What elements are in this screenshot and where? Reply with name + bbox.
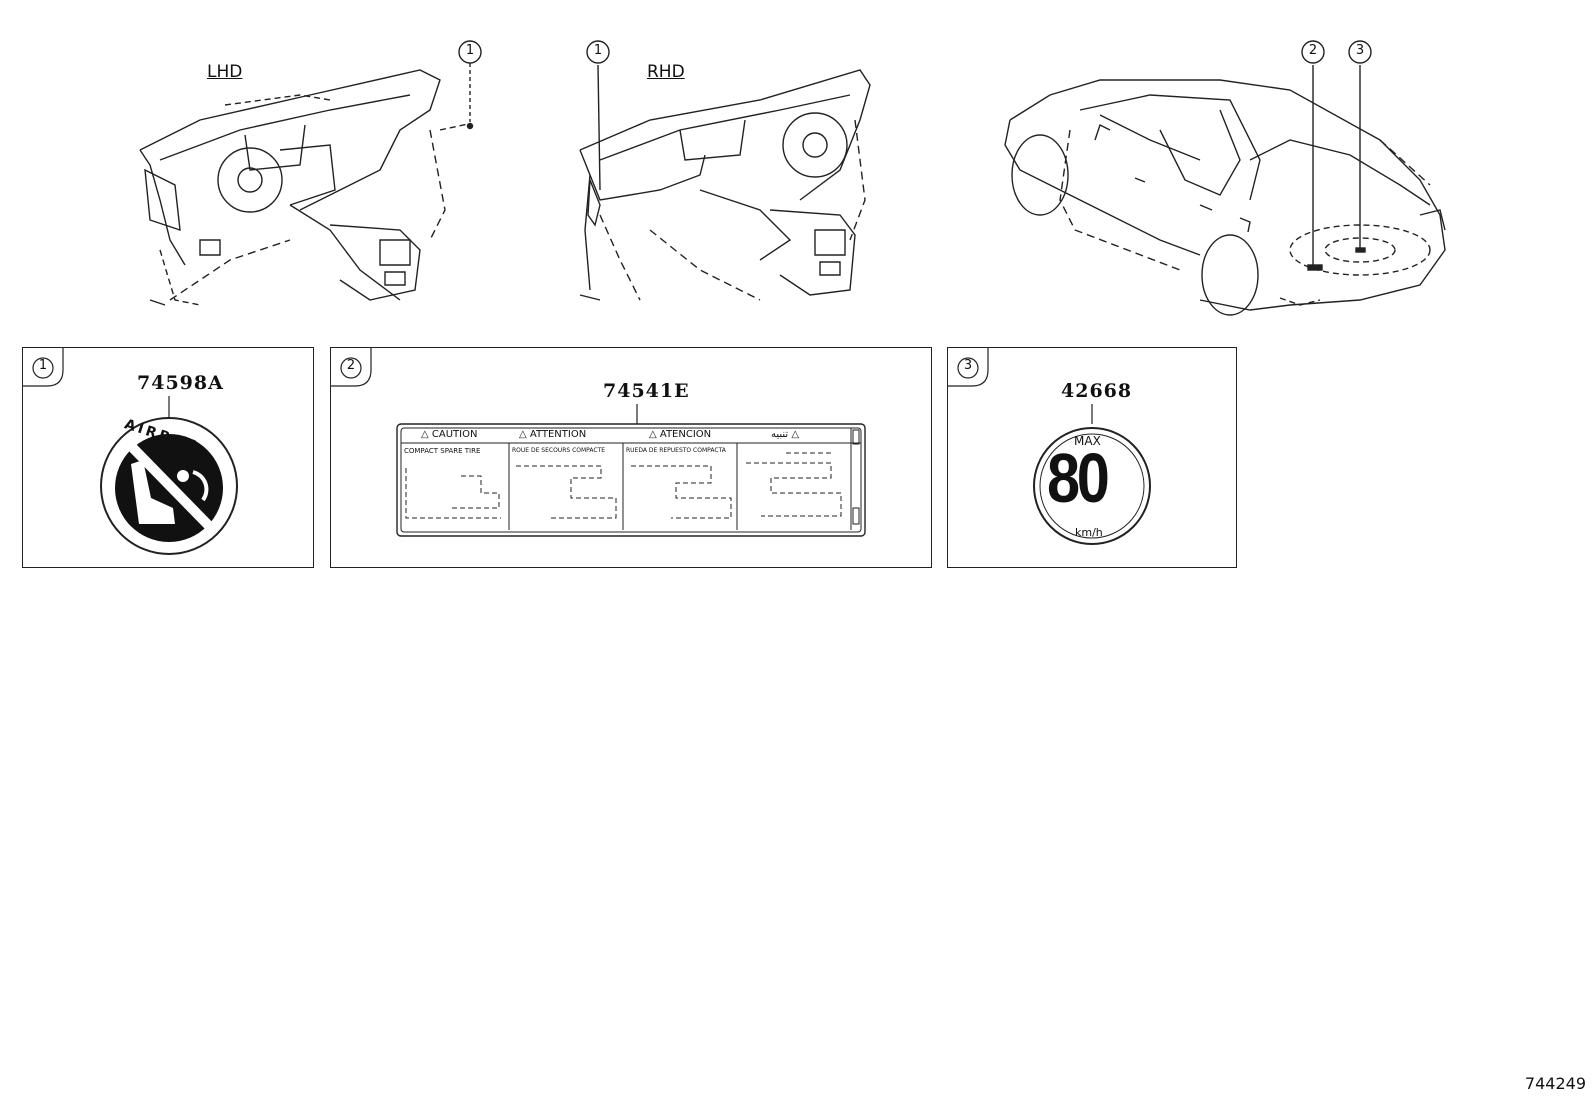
panel-1-part-number: 74598A bbox=[137, 372, 224, 394]
sign-speed-value: 80 bbox=[1047, 439, 1110, 517]
callout-lhd: 1 bbox=[465, 43, 475, 58]
part-panel-2: 2 74541E △ CAUTION △ ATTENTION △ ATENCIO… bbox=[330, 347, 932, 568]
panel-1-graphics bbox=[23, 348, 238, 555]
caution-header: △ CAUTION bbox=[421, 429, 478, 440]
callout-rhd: 1 bbox=[593, 43, 603, 58]
panel-3-part-number: 42668 bbox=[1061, 380, 1133, 402]
panel-2-part-number: 74541E bbox=[603, 380, 690, 402]
attention-header: △ ATTENTION bbox=[519, 429, 587, 440]
callout-car-3: 3 bbox=[1355, 43, 1365, 58]
sign-unit-text: km/h bbox=[1075, 526, 1103, 539]
illustrations bbox=[139, 40, 1446, 316]
sign-max-text: MAX bbox=[1074, 434, 1101, 448]
subhead-spanish: RUEDA DE REPUESTO COMPACTA bbox=[626, 447, 726, 454]
panel-2-graphics bbox=[331, 348, 866, 537]
atencion-header: △ ATENCION bbox=[649, 429, 712, 440]
rhd-label: RHD bbox=[647, 62, 685, 82]
panel-1-callout: 1 bbox=[38, 358, 48, 373]
rhd-dashboard-illustration bbox=[579, 64, 871, 301]
lhd-label: LHD bbox=[207, 62, 243, 82]
diagram-id: 744249 bbox=[1524, 1074, 1586, 1093]
panel-3-callout: 3 bbox=[963, 358, 973, 373]
lhd-dashboard-illustration bbox=[139, 69, 469, 306]
subhead-french: ROUE DE SECOURS COMPACTE bbox=[512, 447, 606, 454]
subhead-english: COMPACT SPARE TIRE bbox=[404, 447, 481, 455]
panel-2-callout: 2 bbox=[346, 358, 356, 373]
part-panel-3: 3 42668 MAX 80 km/h bbox=[947, 347, 1237, 568]
arabic-header: تنبيه △ bbox=[771, 429, 800, 440]
panel-3-graphics bbox=[948, 348, 1151, 545]
callout-car-2: 2 bbox=[1308, 43, 1318, 58]
sedan-illustration bbox=[1004, 65, 1446, 316]
part-panel-1: 1 74598A AIRBAG bbox=[22, 347, 314, 568]
